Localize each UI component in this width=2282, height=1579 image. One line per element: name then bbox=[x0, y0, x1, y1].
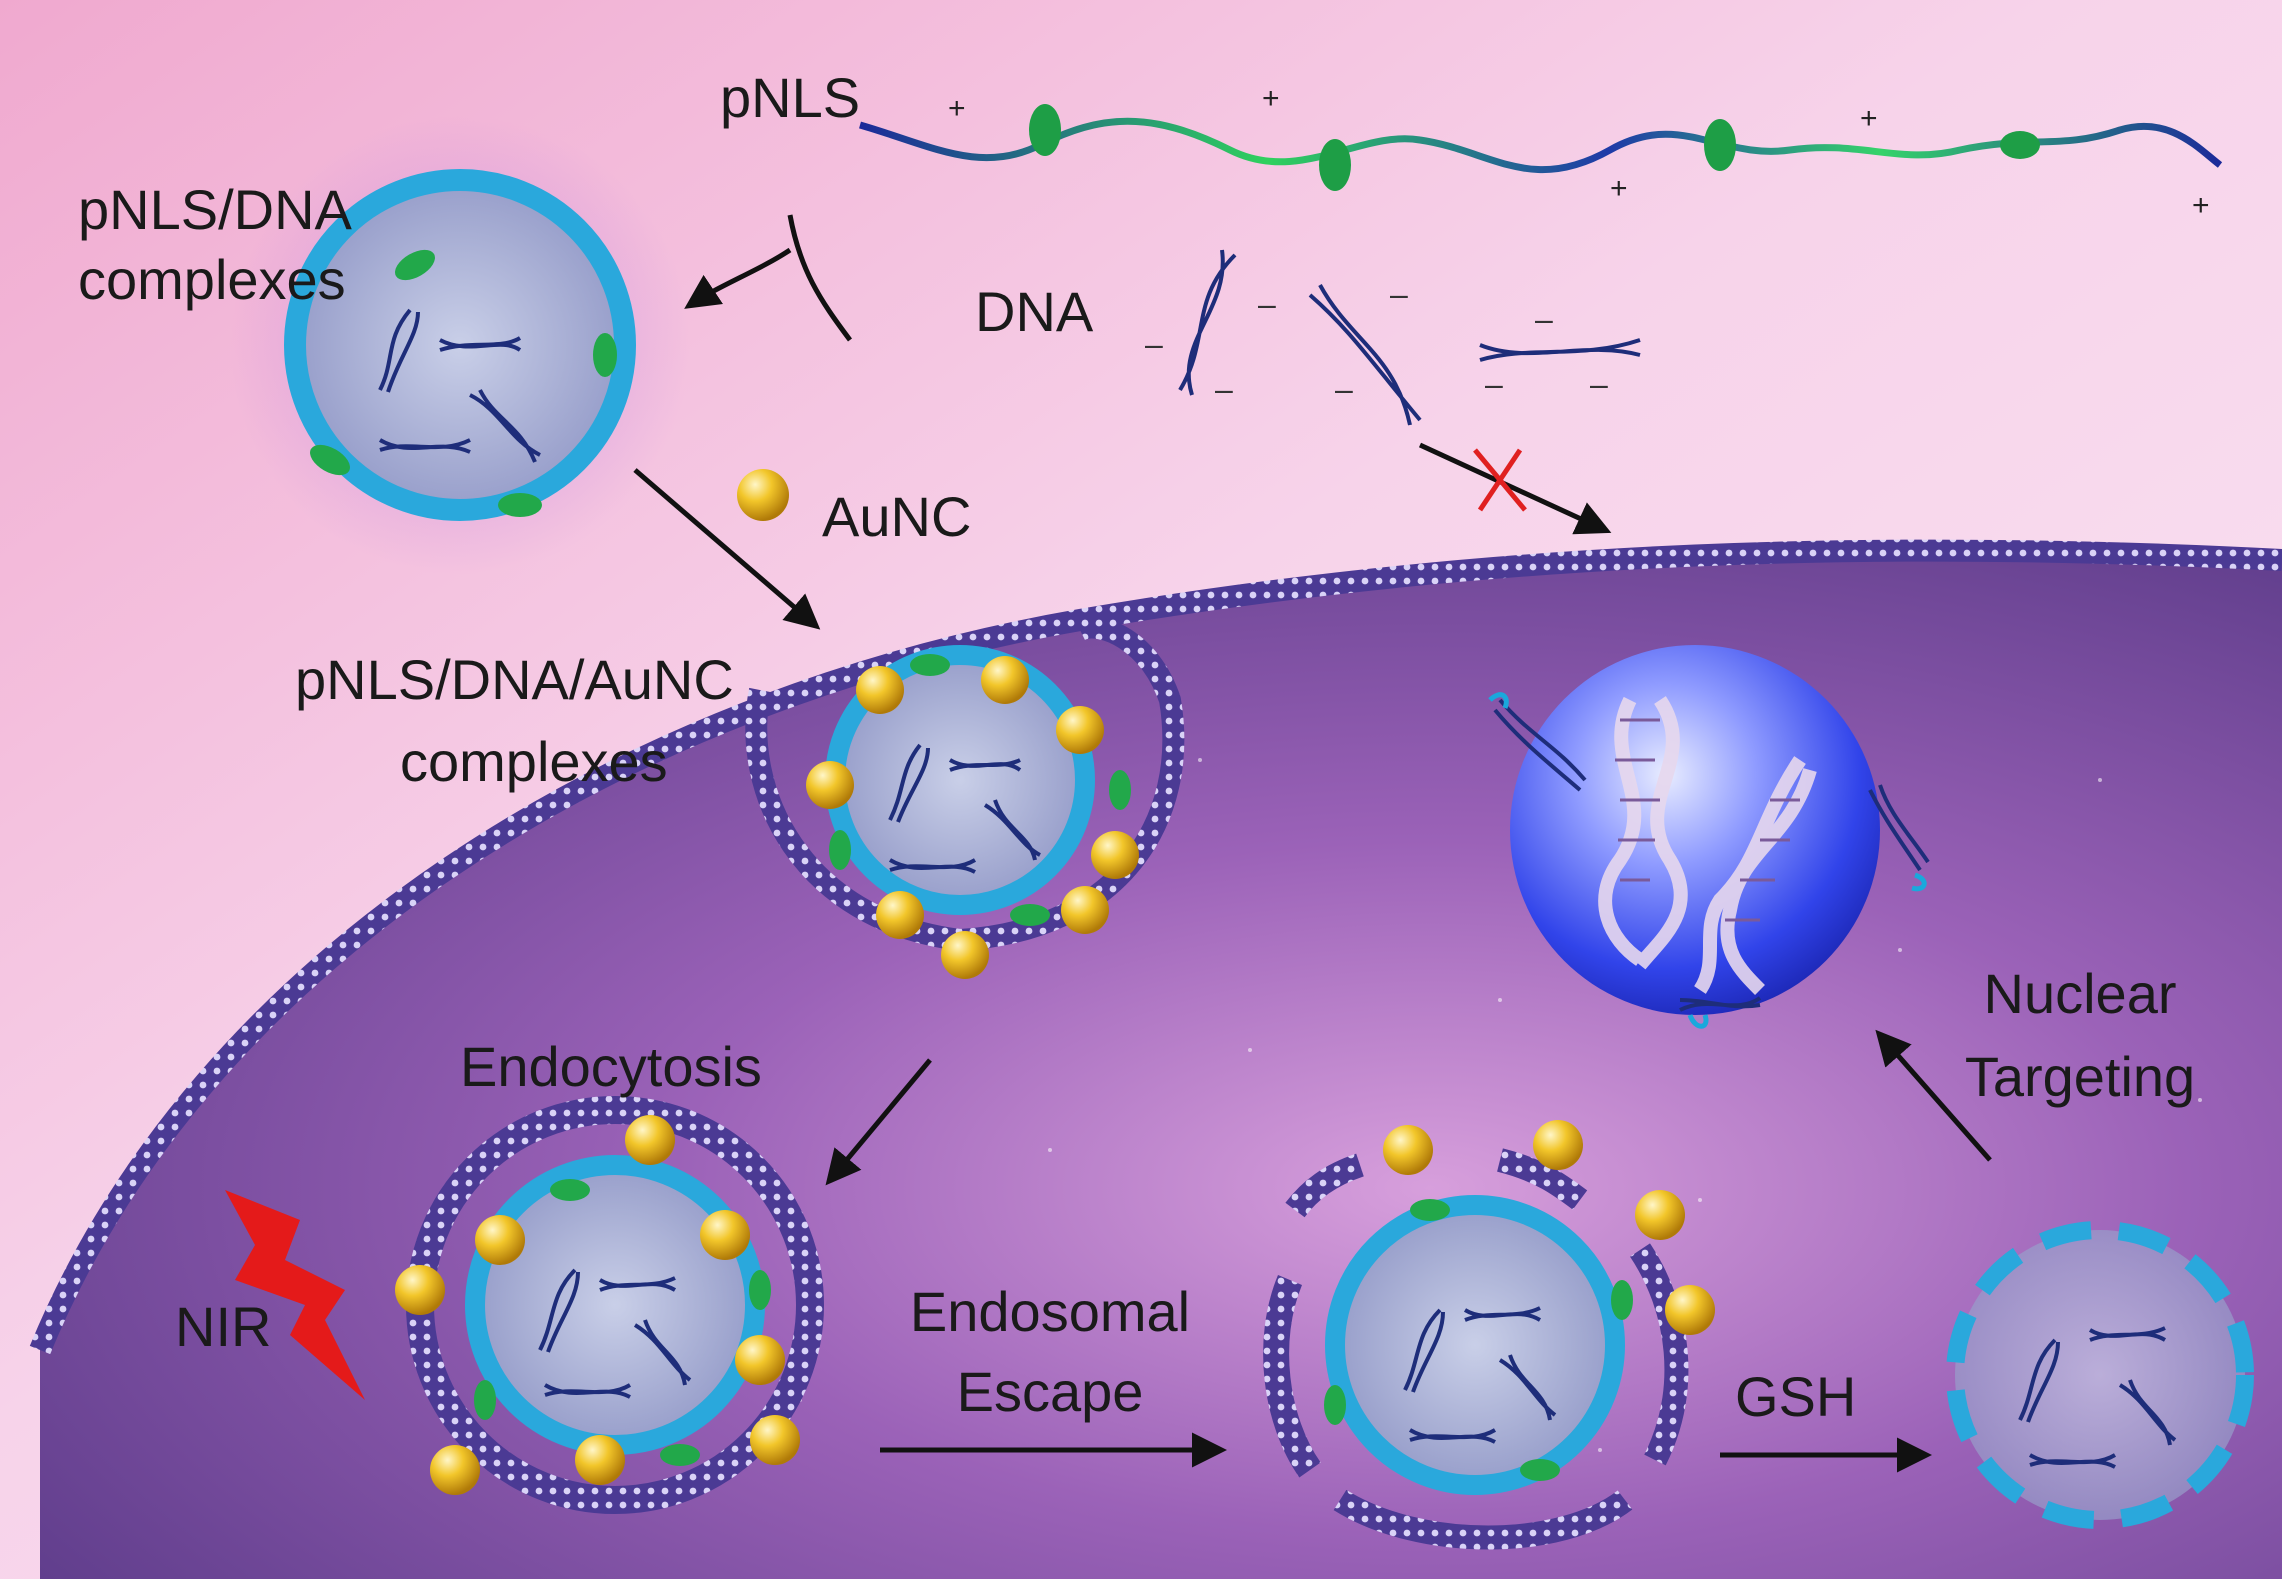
negative-charge: – bbox=[1258, 286, 1276, 322]
nuclear-targeting-label-line1: Nuclear bbox=[1983, 962, 2177, 1025]
nir-label: NIR bbox=[175, 1295, 272, 1358]
free-dna bbox=[1178, 249, 1641, 426]
positive-charge: + bbox=[2192, 189, 2210, 222]
positive-charge: + bbox=[1262, 82, 1280, 115]
cell-membrane bbox=[29, 539, 2282, 1355]
pnls-nls-patch bbox=[2000, 131, 2040, 159]
pnls-nls-patch bbox=[1029, 104, 1061, 156]
blocked-entry-arrow bbox=[1418, 442, 1612, 535]
pnls-nls-patch bbox=[1704, 119, 1736, 171]
escaped-complex bbox=[1263, 1120, 1715, 1550]
endocytosis-label: Endocytosis bbox=[460, 1035, 762, 1098]
negative-charge: – bbox=[1215, 371, 1233, 407]
pnls-dna-complex bbox=[230, 115, 690, 575]
complexation-arrow bbox=[690, 214, 853, 342]
nir-bolt-icon bbox=[225, 1190, 365, 1400]
negative-charges: – – – – – – – – bbox=[1145, 276, 1608, 407]
pnls-dna-aunc-label-line2: complexes bbox=[400, 730, 668, 793]
gsh-label: GSH bbox=[1735, 1365, 1857, 1428]
pnls-nls-patch bbox=[1319, 139, 1351, 191]
pnls-label: pNLS bbox=[720, 66, 861, 129]
nuclear-targeting-arrow bbox=[1875, 1029, 1992, 1162]
positive-charge: + bbox=[948, 92, 966, 125]
pnls-peptide bbox=[859, 104, 2223, 191]
aunc-particle-icon bbox=[737, 469, 789, 521]
endosomal-escape-label-line1: Endosomal bbox=[909, 1280, 1191, 1343]
endosomal-escape-label-line2: Escape bbox=[956, 1360, 1144, 1423]
endosome-complex bbox=[395, 1096, 824, 1514]
positive-charges: + + + + + bbox=[948, 82, 2210, 222]
negative-charge: – bbox=[1390, 276, 1408, 312]
dna-label: DNA bbox=[975, 280, 1094, 343]
negative-charge: – bbox=[1590, 366, 1608, 402]
pnls-dna-label-line1: pNLS/DNA bbox=[78, 178, 352, 241]
endocytosis-arrow bbox=[825, 1058, 932, 1186]
negative-charge: – bbox=[1335, 371, 1353, 407]
positive-charge: + bbox=[1610, 172, 1628, 205]
chromosomal-dna bbox=[1598, 696, 1817, 995]
aunc-loading-arrow bbox=[633, 468, 821, 630]
blocked-cross-icon bbox=[1473, 448, 1527, 512]
nuclear-targeting-label-line2: Targeting bbox=[1964, 1045, 2196, 1108]
nucleus bbox=[1488, 645, 1930, 1029]
negative-charge: – bbox=[1535, 301, 1553, 337]
negative-charge: – bbox=[1485, 366, 1503, 402]
pnls-dna-aunc-complex bbox=[745, 616, 1185, 979]
disassembled-complex bbox=[1946, 1221, 2254, 1529]
aunc-label: AuNC bbox=[822, 485, 972, 548]
pnls-dna-aunc-label-line1: pNLS/DNA/AuNC bbox=[295, 648, 734, 711]
negative-charge: – bbox=[1145, 326, 1163, 362]
pnls-dna-label-line2: complexes bbox=[78, 248, 346, 311]
positive-charge: + bbox=[1860, 102, 1878, 135]
